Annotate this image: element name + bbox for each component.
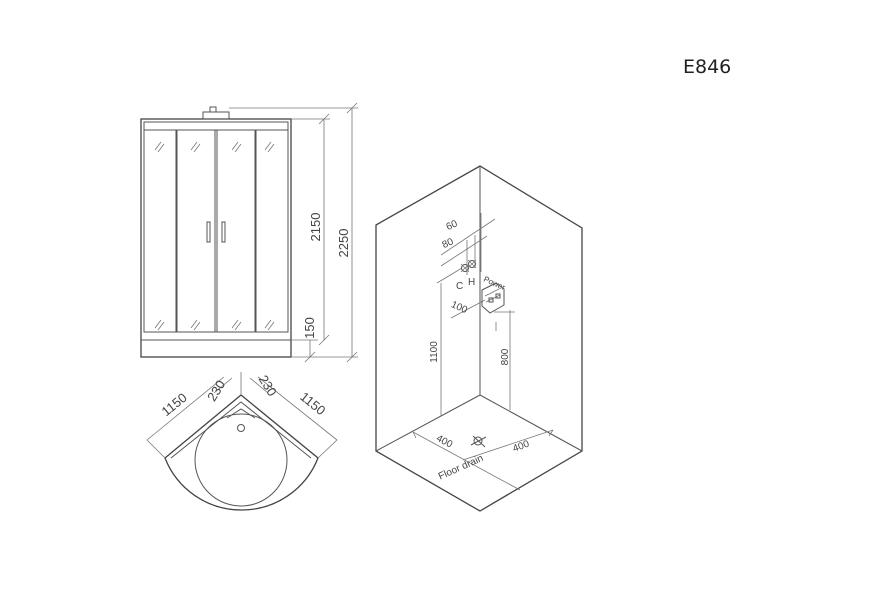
socket-icon bbox=[495, 293, 501, 299]
power-height-label: 800 bbox=[500, 348, 511, 365]
power-box-icon bbox=[481, 282, 505, 314]
tray-outline bbox=[164, 394, 319, 511]
glass-panels bbox=[143, 129, 289, 333]
glass-reflections bbox=[154, 141, 275, 331]
floor-drain-label: Floor drain bbox=[437, 453, 485, 482]
top-fixture-cap bbox=[209, 106, 217, 113]
side-panel-right bbox=[255, 129, 289, 333]
right-width-dim-line bbox=[257, 376, 338, 441]
drain-distance-left: 400 bbox=[434, 433, 454, 451]
front-view: 2250 2150 150 bbox=[140, 102, 358, 363]
cabin-height-label: 2150 bbox=[308, 213, 323, 242]
plan-dimensions bbox=[146, 372, 338, 459]
door-handle-right bbox=[221, 221, 226, 243]
front-inner-frame bbox=[143, 121, 289, 333]
offset-100-label: 100 bbox=[449, 299, 469, 316]
power-outlet-box bbox=[481, 282, 505, 314]
door-panel-right bbox=[216, 129, 256, 333]
plan-right-width: 1150 bbox=[297, 389, 328, 418]
floor-drain bbox=[412, 429, 554, 491]
valve-height-label: 1100 bbox=[429, 341, 440, 363]
installation-view: 60 80 C H Power 100 1100 800 400 400 Flo… bbox=[375, 165, 583, 512]
hot-label: H bbox=[468, 277, 475, 288]
left-door-dim-line bbox=[213, 377, 233, 394]
left-width-dim-line bbox=[146, 376, 225, 441]
floor-edge-left bbox=[375, 394, 481, 452]
power-label: Power bbox=[482, 275, 507, 293]
side-panel-left bbox=[143, 129, 177, 333]
socket-icon bbox=[488, 297, 494, 303]
plan-view: 1150 1150 230 230 bbox=[146, 372, 338, 511]
drain-circle-icon bbox=[473, 436, 483, 446]
base-height-label: 150 bbox=[302, 317, 317, 339]
tray-inner-edge bbox=[170, 401, 312, 459]
front-outer-frame bbox=[140, 118, 292, 358]
pipe-spacing-80: 80 bbox=[441, 236, 456, 251]
cold-label: C bbox=[456, 281, 463, 292]
door-handle-left bbox=[206, 221, 211, 243]
right-door-dim-line bbox=[249, 377, 269, 394]
plan-left-door: 230 bbox=[204, 377, 228, 403]
tray-basin bbox=[194, 413, 288, 507]
corner-seat bbox=[226, 408, 256, 419]
plan-right-door: 230 bbox=[256, 372, 280, 398]
drain-hole bbox=[237, 424, 245, 432]
pipe-spacing-60: 60 bbox=[445, 218, 460, 233]
floor-edge-right bbox=[479, 394, 583, 452]
total-height-label: 2250 bbox=[336, 229, 351, 258]
door-panel-left bbox=[176, 129, 216, 333]
top-shower-fixture bbox=[202, 111, 230, 120]
water-valves bbox=[460, 259, 477, 273]
model-number: E846 bbox=[683, 56, 732, 78]
pipe-dimensions bbox=[436, 213, 515, 416]
plan-left-width: 1150 bbox=[159, 390, 190, 419]
drain-distance-right: 400 bbox=[511, 438, 531, 454]
front-dimensions bbox=[229, 102, 358, 363]
